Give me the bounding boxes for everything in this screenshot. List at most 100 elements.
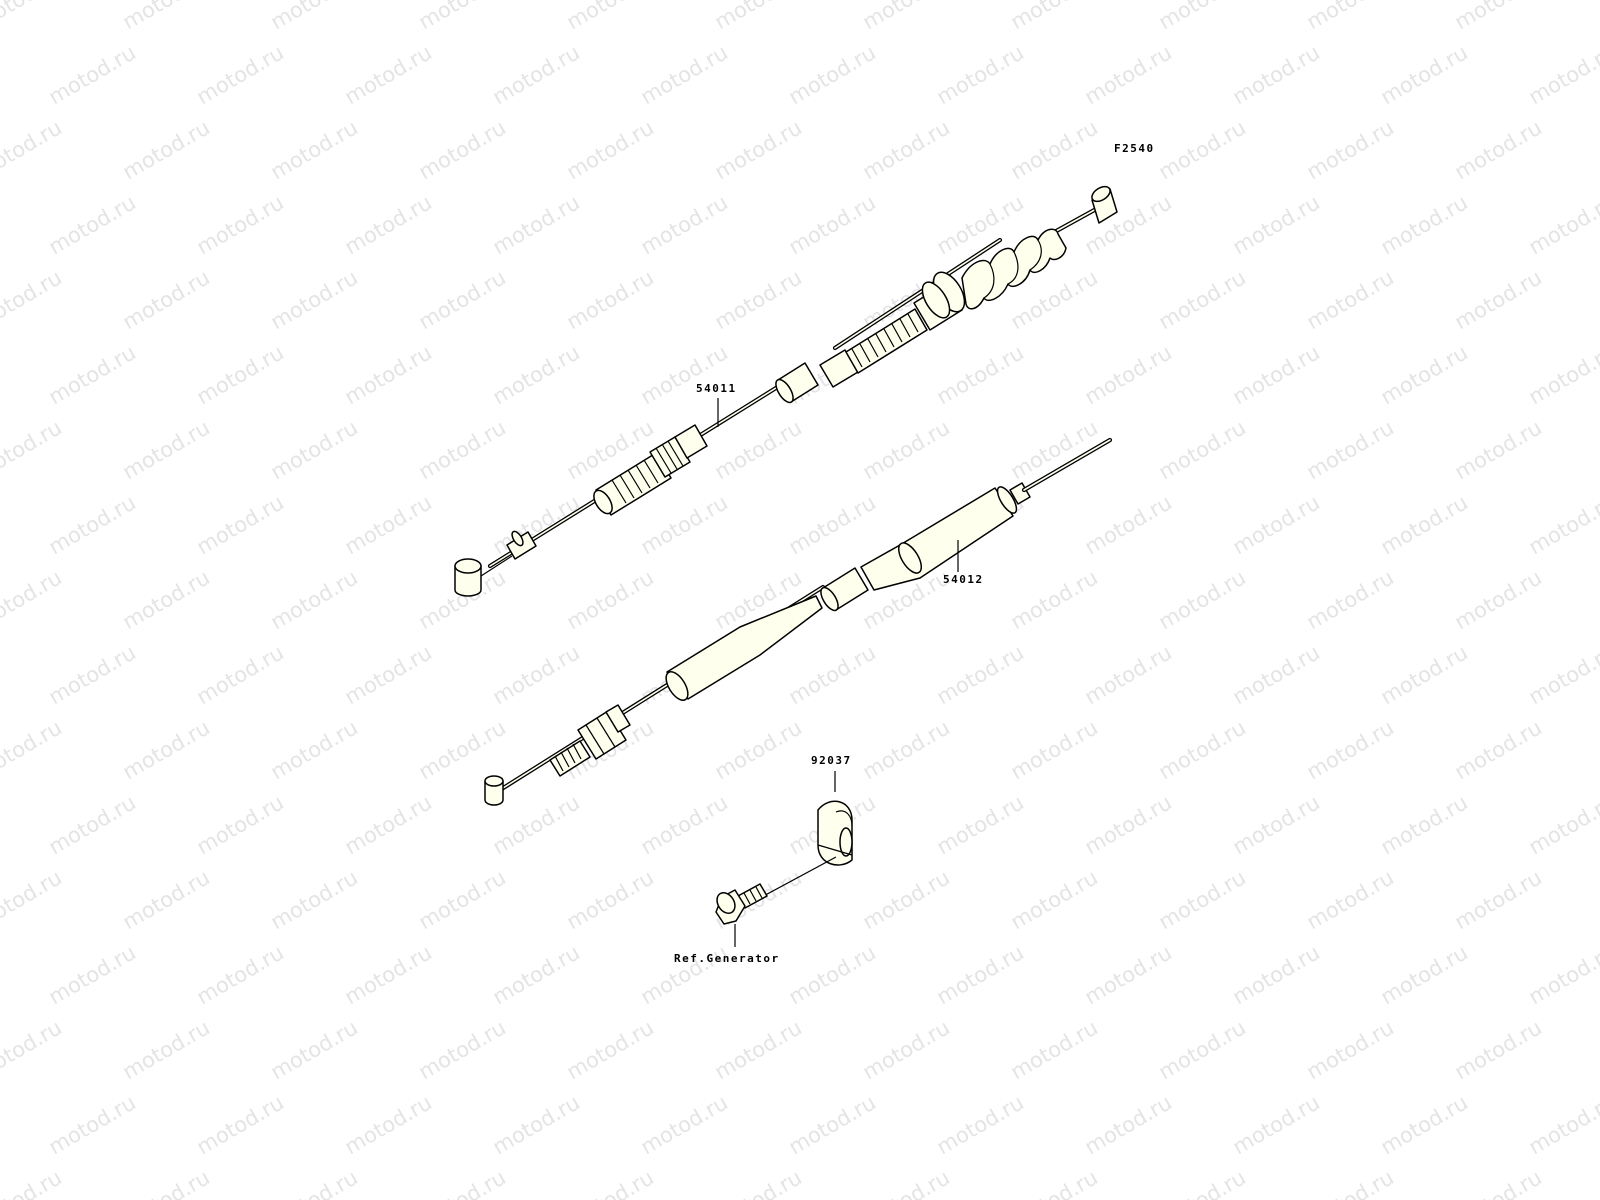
watermark-text: motod.ru	[859, 715, 954, 784]
cable-54011-top-barrel	[1091, 185, 1118, 224]
watermark-text: motod.ru	[563, 115, 658, 184]
watermark-text: motod.ru	[119, 865, 214, 934]
watermark-text: motod.ru	[1451, 865, 1546, 934]
watermark-text: motod.ru	[1451, 1165, 1546, 1200]
watermark-text: motod.ru	[1451, 0, 1546, 34]
watermark-text: motod.ru	[0, 865, 66, 934]
watermark-text: motod.ru	[267, 715, 362, 784]
watermark-text: motod.ru	[859, 1015, 954, 1084]
watermark-text: motod.ru	[1155, 265, 1250, 334]
watermark-text: motod.ru	[415, 1015, 510, 1084]
cable-54011[interactable]: 54011	[454, 184, 1118, 597]
watermark-text: motod.ru	[1229, 190, 1324, 259]
watermark-text: motod.ru	[45, 490, 140, 559]
watermark-text: motod.ru	[0, 715, 66, 784]
watermark-text: motod.ru	[341, 490, 436, 559]
watermark-text: motod.ru	[711, 115, 806, 184]
watermark-text: motod.ru	[267, 865, 362, 934]
watermark-text: motod.ru	[415, 1165, 510, 1200]
watermark-text: motod.ru	[341, 640, 436, 709]
watermark-text: motod.ru	[1229, 940, 1324, 1009]
watermark-text: motod.ru	[415, 115, 510, 184]
watermark-text: motod.ru	[1377, 190, 1472, 259]
watermark-text: motod.ru	[1155, 1165, 1250, 1200]
watermark-text: motod.ru	[341, 190, 436, 259]
watermark-text: motod.ru	[785, 1090, 880, 1159]
watermark-text: motod.ru	[711, 415, 806, 484]
watermark-text: motod.ru	[1303, 865, 1398, 934]
watermark-text: motod.ru	[1081, 790, 1176, 859]
watermark-text: motod.ru	[1081, 940, 1176, 1009]
watermark-text: motod.ru	[785, 940, 880, 1009]
watermark-text: motod.ru	[637, 1090, 732, 1159]
cable-54011-fitting	[913, 271, 966, 331]
watermark-text: motod.ru	[341, 340, 436, 409]
watermark-text: motod.ru	[785, 490, 880, 559]
part-number-92037[interactable]: 92037	[811, 754, 852, 767]
watermark-text: motod.ru	[1451, 565, 1546, 634]
cable-54011-spring	[845, 308, 928, 374]
watermark-text: motod.ru	[267, 115, 362, 184]
watermark-text: motod.ru	[0, 1165, 66, 1200]
watermark-text: motod.ru	[489, 40, 584, 109]
watermark-text: motod.ru	[859, 1165, 954, 1200]
watermark-text: motod.ru	[1303, 115, 1398, 184]
clamp-92037[interactable]: 92037	[811, 754, 853, 866]
watermark-text: motod.ru	[1377, 940, 1472, 1009]
cable-54012-upper-sheath	[860, 486, 1018, 591]
watermark-text: motod.ru	[45, 190, 140, 259]
watermark-text: motod.ru	[45, 40, 140, 109]
watermark-text: motod.ru	[1007, 115, 1102, 184]
part-number-54011[interactable]: 54011	[696, 382, 737, 395]
watermark-text: motod.ru	[1303, 1165, 1398, 1200]
watermark-text: motod.ru	[637, 790, 732, 859]
watermark-text: motod.ru	[1229, 40, 1324, 109]
watermark-text: motod.ru	[415, 865, 510, 934]
ref-generator-label[interactable]: Ref.Generator	[674, 952, 780, 965]
watermark-text: motod.ru	[1229, 490, 1324, 559]
watermark-text: motod.ru	[1155, 115, 1250, 184]
watermark-text: motod.ru	[563, 265, 658, 334]
figure-code: F2540	[1114, 142, 1155, 155]
watermark-text: motod.ru	[193, 340, 288, 409]
watermark-text: motod.ru	[1155, 1015, 1250, 1084]
watermark-text: motod.ru	[489, 1090, 584, 1159]
cable-54011-adjuster	[593, 424, 708, 516]
watermark-text: motod.ru	[341, 940, 436, 1009]
watermark-text: motod.ru	[1377, 790, 1472, 859]
watermark-text: motod.ru	[1525, 1090, 1600, 1159]
watermark-text: motod.ru	[933, 1090, 1028, 1159]
watermark-text: motod.ru	[933, 640, 1028, 709]
watermark-text: motod.ru	[489, 190, 584, 259]
watermark-text: motod.ru	[563, 0, 658, 34]
watermark-text: motod.ru	[1303, 415, 1398, 484]
watermark-text: motod.ru	[119, 415, 214, 484]
watermark-text: motod.ru	[1303, 565, 1398, 634]
watermark-text: motod.ru	[785, 190, 880, 259]
watermark-text: motod.ru	[267, 0, 362, 34]
watermark-text: motod.ru	[711, 265, 806, 334]
watermark-text: motod.ru	[933, 340, 1028, 409]
part-number-54012[interactable]: 54012	[943, 573, 984, 586]
watermark-text: motod.ru	[1007, 1165, 1102, 1200]
watermark-text: motod.ru	[1007, 0, 1102, 34]
watermark-text: motod.ru	[415, 265, 510, 334]
watermark-text: motod.ru	[1007, 565, 1102, 634]
watermark-text: motod.ru	[1081, 340, 1176, 409]
watermark-text: motod.ru	[1007, 715, 1102, 784]
watermark-text: motod.ru	[1451, 265, 1546, 334]
cable-54012[interactable]: 54012	[484, 437, 1113, 806]
watermark-text: motod.ru	[489, 340, 584, 409]
watermark-text: motod.ru	[711, 0, 806, 34]
watermark-text: motod.ru	[119, 115, 214, 184]
watermark-text: motod.ru	[563, 565, 658, 634]
watermark-text: motod.ru	[1155, 0, 1250, 34]
clamp-lip	[835, 810, 853, 827]
bolt[interactable]: Ref.Generator	[674, 856, 837, 965]
bolt-head	[715, 889, 746, 925]
watermark-text: motod.ru	[1525, 790, 1600, 859]
watermark-text: motod.ru	[45, 940, 140, 1009]
watermark-text: motod.ru	[1377, 640, 1472, 709]
